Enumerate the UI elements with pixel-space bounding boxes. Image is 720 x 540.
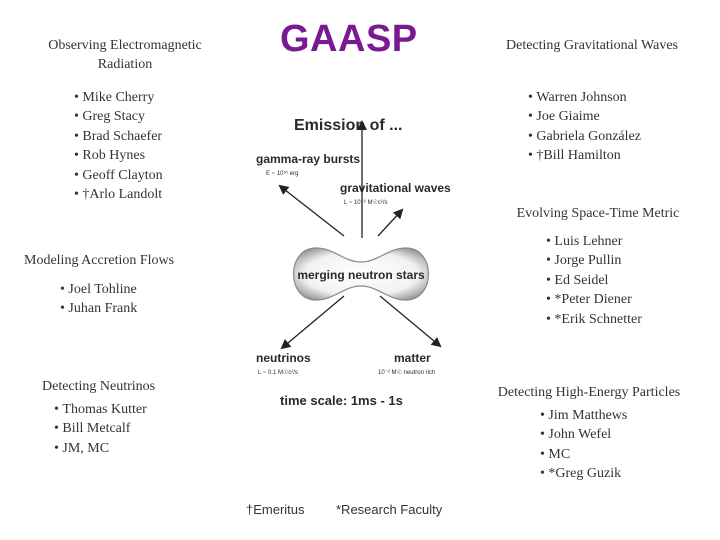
list-item: Brad Schaefer bbox=[74, 127, 163, 146]
arrow-to-neutrinos bbox=[280, 295, 345, 350]
list-item: *Greg Guzik bbox=[540, 464, 627, 483]
list-item: *Peter Diener bbox=[546, 290, 642, 309]
center-label: merging neutron stars bbox=[297, 268, 425, 282]
list-item: Ed Seidel bbox=[546, 271, 642, 290]
matter-label: matter bbox=[394, 351, 431, 365]
neutron-stars-shape bbox=[293, 247, 429, 301]
list-item: Jim Matthews bbox=[540, 406, 627, 425]
accretion-heading: Modeling Accretion Flows bbox=[24, 253, 175, 268]
neutrinos-heading: Detecting Neutrinos bbox=[42, 379, 156, 394]
list-item: †Arlo Landolt bbox=[74, 185, 163, 204]
list-item: Jorge Pullin bbox=[546, 251, 642, 270]
neutrinos-label: neutrinos bbox=[256, 351, 311, 365]
gw-heading: Detecting Gravitational Waves bbox=[506, 38, 678, 53]
neutrinos-sub: L ~ 0.1 M☉c²/s bbox=[258, 369, 298, 376]
accretion-list: Joel Tohline Juhan Frank bbox=[60, 280, 137, 319]
list-item: Joe Giaime bbox=[528, 107, 641, 126]
list-item: Luis Lehner bbox=[546, 232, 642, 251]
gw-label: gravitational waves bbox=[340, 181, 451, 195]
list-item: Geoff Clayton bbox=[74, 166, 162, 185]
emission-diagram-svg: Emission of ... gamma-ray bursts E ~ 10⁵… bbox=[256, 117, 451, 408]
emission-diagram: Emission of ... gamma-ray bursts E ~ 10⁵… bbox=[244, 98, 484, 418]
footnote-research: *Research Faculty bbox=[336, 502, 443, 517]
list-item: Rob Hynes bbox=[74, 146, 163, 165]
diagram-title: Emission of ... bbox=[294, 117, 402, 134]
highenergy-list: Jim Matthews John Wefel MC *Greg Guzik bbox=[540, 406, 627, 484]
list-item: Joel Tohline bbox=[60, 280, 137, 299]
list-item: *Erik Schnetter bbox=[546, 310, 641, 329]
em-list: Mike Cherry Greg Stacy Brad Schaefer Rob… bbox=[74, 88, 163, 204]
gw-list: Warren Johnson Joe Giaime Gabriela Gonzá… bbox=[528, 88, 641, 166]
arrow-to-grb bbox=[278, 184, 345, 237]
footnote-emeritus: †Emeritus bbox=[246, 502, 305, 517]
list-item: JM, MC bbox=[54, 439, 147, 458]
arrow-to-matter bbox=[379, 295, 442, 348]
highenergy-heading: Detecting High-Energy Particles bbox=[497, 385, 681, 400]
list-item: John Wefel bbox=[540, 425, 627, 444]
grb-label: gamma-ray bursts bbox=[256, 152, 360, 166]
list-item: Thomas Kutter bbox=[54, 400, 146, 419]
spacetime-list: Luis Lehner Jorge Pullin Ed Seidel *Pete… bbox=[546, 232, 642, 329]
list-item: Warren Johnson bbox=[528, 88, 641, 107]
spacetime-heading: Evolving Space-Time Metric bbox=[516, 206, 680, 221]
list-item: Bill Metcalf bbox=[54, 419, 147, 438]
grb-sub: E ~ 10⁵¹ erg bbox=[266, 170, 298, 177]
list-item: †Bill Hamilton bbox=[528, 146, 641, 165]
gw-sub: L ~ 10⁻² M☉c²/s bbox=[344, 199, 388, 206]
timescale-label: time scale: 1ms - 1s bbox=[280, 393, 403, 408]
list-item: Mike Cherry bbox=[74, 88, 163, 107]
neutrinos-list: Thomas Kutter Bill Metcalf JM, MC bbox=[54, 400, 147, 458]
matter-sub: 10⁻² M☉ neutron rich bbox=[378, 369, 435, 376]
arrow-to-gw bbox=[377, 208, 404, 237]
list-item: Gabriela González bbox=[528, 127, 641, 146]
list-item: Juhan Frank bbox=[60, 299, 137, 318]
page-title: GAASP bbox=[280, 18, 418, 60]
em-heading: Observing Electromagnetic Radiation bbox=[48, 38, 202, 72]
list-item: MC bbox=[540, 445, 627, 464]
list-item: Greg Stacy bbox=[74, 107, 163, 126]
